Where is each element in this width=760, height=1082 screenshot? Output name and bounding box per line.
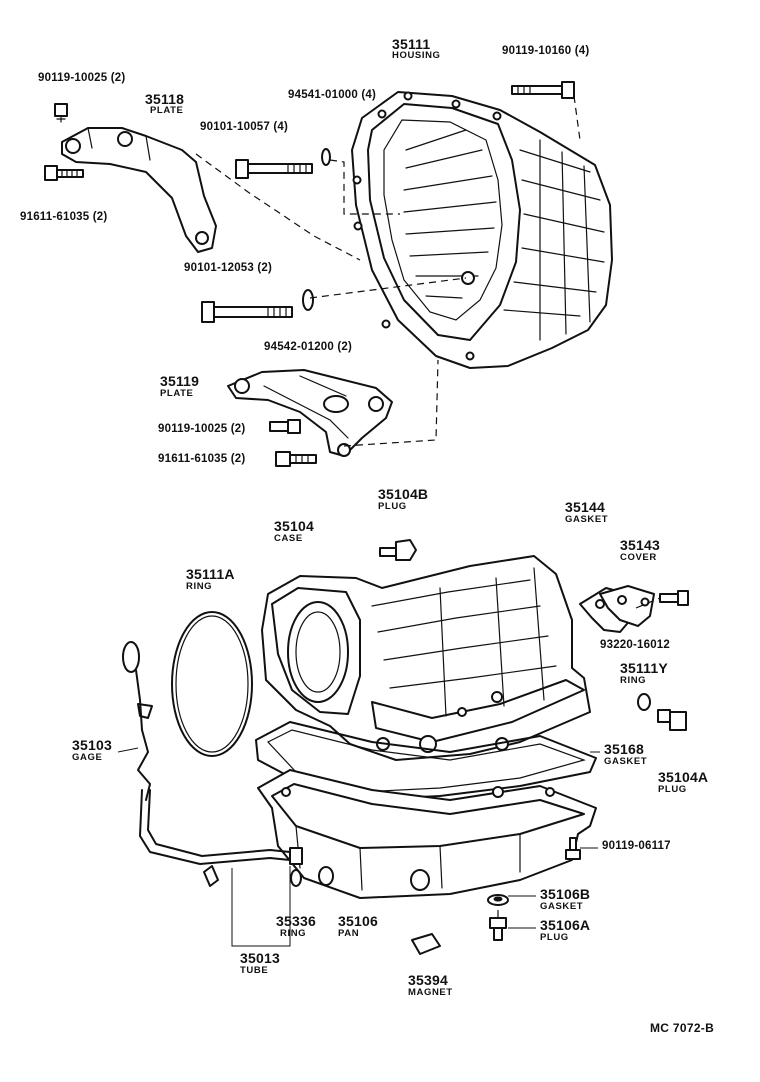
label-90119-10160: 90119-10160 (4) (502, 45, 590, 57)
label-35119: 35119 (160, 373, 200, 389)
ring-35111Y (637, 693, 651, 711)
label-35106-name: PAN (338, 928, 360, 939)
gage-35103 (122, 641, 153, 801)
label-35104B-name: PLUG (378, 501, 407, 512)
plug-35106A (489, 917, 507, 941)
label-35144: 35144 (565, 499, 605, 515)
label-35106: 35106 (338, 913, 378, 929)
case-35104 (261, 555, 591, 761)
gasket-35106B (487, 894, 509, 906)
bolt-90119-10160 (511, 81, 575, 99)
bolt-90119-10025-bottom (269, 419, 301, 434)
label-91611-61035-top: 91611-61035 (2) (20, 211, 108, 223)
housing-35111 (351, 91, 613, 369)
label-94541-01000: 94541-01000 (4) (288, 89, 377, 101)
label-90119-10025-bottom: 90119-10025 (2) (158, 423, 246, 435)
label-35104-name: CASE (274, 533, 303, 544)
label-35394-name: MAGNET (408, 987, 453, 998)
diagram-reference: MC 7072-B (650, 1021, 715, 1035)
label-90101-12053: 90101-12053 (2) (184, 262, 273, 274)
label-35168: 35168 (604, 741, 644, 757)
washer-94542-01200 (302, 289, 314, 311)
alignment-lines-top (195, 95, 581, 447)
bolt-91611-61035-bottom (275, 451, 317, 467)
label-91611-61035-bottom: 91611-61035 (2) (158, 453, 246, 465)
label-35106B-name: GASKET (540, 901, 584, 912)
label-35106A: 35106A (540, 917, 591, 933)
magnet-35394 (411, 933, 441, 955)
pan-drain-fitting (318, 866, 430, 891)
label-90119-10025-top: 90119-10025 (2) (38, 72, 126, 84)
label-35104: 35104 (274, 518, 314, 534)
label-35143-name: COVER (620, 552, 657, 563)
label-35103-name: GAGE (72, 752, 103, 763)
ring-35336 (290, 869, 302, 887)
label-35394: 35394 (408, 972, 448, 988)
label-94542-01200: 94542-01200 (2) (264, 341, 353, 353)
label-35111: 35111 (392, 36, 431, 52)
washer-94541-01000 (321, 148, 331, 166)
tube-35013 (139, 789, 303, 887)
label-35013-name: TUBE (240, 965, 269, 976)
label-35144-name: GASKET (565, 514, 609, 525)
label-35106B: 35106B (540, 886, 591, 902)
alignment-lines-bottom (117, 597, 661, 947)
label-35103: 35103 (72, 737, 112, 753)
label-35118-name: PLATE (150, 105, 184, 116)
label-35106A-name: PLUG (540, 932, 569, 943)
bolt-90101-10057 (235, 159, 313, 179)
plate-35119 (227, 369, 393, 457)
ring-35111A (171, 611, 253, 757)
plug-35104A (657, 709, 687, 731)
label-93220-16012: 93220-16012 (600, 639, 670, 651)
label-35119-name: PLATE (160, 388, 194, 399)
label-35336-name: RING (280, 928, 307, 939)
label-35111-name: HOUSING (392, 50, 441, 61)
bolt-91611-61035-top (44, 165, 84, 181)
bolt-90119-06117 (565, 837, 581, 860)
label-35336: 35336 (276, 913, 316, 929)
label-35013: 35013 (240, 950, 280, 966)
plug-35104B (379, 539, 417, 561)
bolt-93220-16012 (659, 590, 689, 606)
label-35118: 35118 (145, 91, 185, 107)
label-35104B: 35104B (378, 486, 429, 502)
label-90119-06117: 90119-06117 (602, 840, 671, 852)
label-35104A: 35104A (658, 769, 709, 785)
bolt-90119-10025-top (54, 103, 68, 123)
label-35168-name: GASKET (604, 756, 648, 767)
label-35111Y-name: RING (620, 675, 647, 686)
label-35111A-name: RING (186, 581, 213, 592)
label-35111Y: 35111Y (620, 660, 668, 676)
cover-35143 (599, 585, 655, 627)
label-35104A-name: PLUG (658, 784, 687, 795)
label-35143: 35143 (620, 537, 660, 553)
label-90101-10057: 90101-10057 (4) (200, 121, 289, 133)
label-35111A: 35111A (186, 566, 235, 582)
bolt-90101-12053 (201, 301, 293, 323)
plate-35118 (61, 127, 217, 253)
